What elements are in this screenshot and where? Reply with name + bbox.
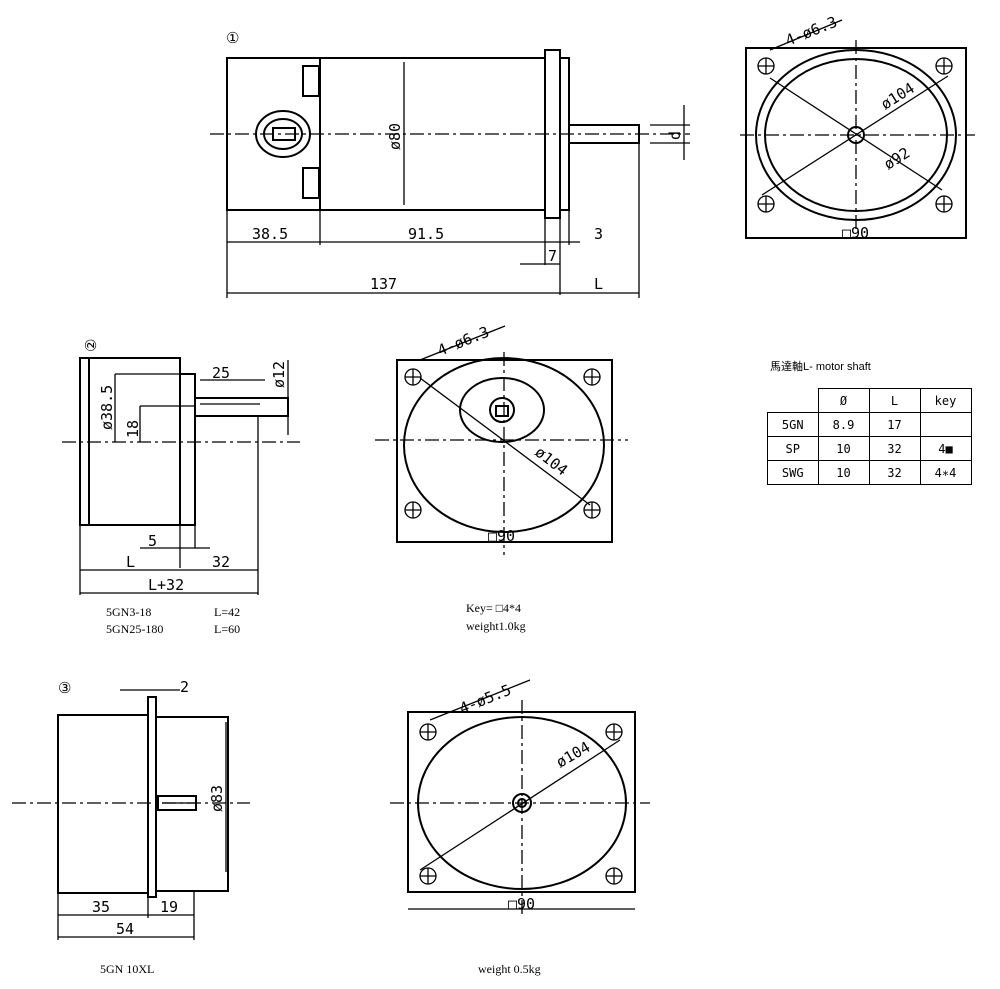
shaft-dia-12: ø12 bbox=[270, 361, 288, 388]
dim-25: 25 bbox=[212, 364, 230, 382]
table-header-cell: L bbox=[868, 388, 921, 413]
weight-2-label: weight 0.5kg bbox=[478, 962, 541, 976]
dim-3: 3 bbox=[594, 225, 603, 243]
front-2-square-label: □90 bbox=[488, 527, 515, 545]
dim-19: 19 bbox=[160, 898, 178, 916]
front-3-dia-label: ø104 bbox=[553, 738, 593, 772]
front-1-dia-inner: ø92 bbox=[881, 144, 914, 174]
terminal-block-bottom bbox=[302, 167, 320, 199]
table-header-row: Ø L key bbox=[767, 388, 972, 413]
table-cell: SWG bbox=[767, 460, 819, 485]
terminal-block-top bbox=[302, 65, 320, 97]
table-header-cell: key bbox=[919, 388, 972, 413]
front-1-holes-label: 4-ø6.3 bbox=[783, 13, 840, 50]
front-2-dia-label: ø104 bbox=[532, 443, 572, 479]
dim-5: 5 bbox=[148, 532, 157, 550]
front-view-2: 4-ø6.3 ø104 □90 Key= □4*4 weight1.0kg bbox=[375, 323, 628, 633]
table-cell: 10 bbox=[817, 436, 870, 461]
table-cell: 8.9 bbox=[817, 412, 870, 437]
body-diameter-label: ø80 bbox=[386, 123, 404, 150]
table-cell bbox=[919, 412, 972, 437]
table-cell: 32 bbox=[868, 436, 921, 461]
table-cell: 4■ bbox=[919, 436, 972, 461]
table-cell: 10 bbox=[817, 460, 870, 485]
shaft-d-label: d bbox=[666, 131, 684, 140]
decoupler-model: 5GN 10XL bbox=[100, 962, 154, 976]
front-2-holes-label: 4-ø6.3 bbox=[435, 323, 492, 360]
table-row: SWG 10 32 4∗4 bbox=[767, 460, 972, 485]
view-1-marker: ① bbox=[226, 29, 239, 47]
table-cell: 32 bbox=[868, 460, 921, 485]
decoupler-diameter: ø83 bbox=[208, 785, 226, 812]
model-1-value: L=42 bbox=[214, 605, 240, 619]
dim-l: L bbox=[594, 275, 603, 293]
table-cell: 4∗4 bbox=[919, 460, 972, 485]
table-row: SP 10 32 4■ bbox=[767, 436, 972, 461]
dim-18: 18 bbox=[124, 420, 142, 438]
table-cell: SP bbox=[767, 436, 819, 461]
view-2-marker: ② bbox=[82, 339, 100, 352]
dim-l-plus-32: L+32 bbox=[148, 576, 184, 594]
dim-91-5: 91.5 bbox=[408, 225, 444, 243]
dim-32: 32 bbox=[212, 553, 230, 571]
view-3-side: ③ 2 ø83 35 19 54 5GN 10XL bbox=[12, 678, 250, 976]
model-2-name: 5GN25-180 bbox=[106, 622, 163, 636]
dim-l-2: L bbox=[126, 553, 135, 571]
shaft-table-caption: 馬達軸L- motor shaft bbox=[770, 361, 871, 373]
table-cell: 5GN bbox=[767, 412, 819, 437]
dim-54: 54 bbox=[116, 920, 134, 938]
front-3-square-label: □90 bbox=[508, 895, 535, 913]
decoupler-flange bbox=[147, 696, 157, 898]
dim-2: 2 bbox=[180, 678, 189, 696]
model-2-value: L=60 bbox=[214, 622, 240, 636]
front-1-square-label: □90 bbox=[842, 224, 869, 242]
front-view-3: 4-ø5.5 ø104 □90 weight 0.5kg bbox=[390, 679, 650, 976]
table-row: 5GN 8.9 17 bbox=[767, 412, 972, 437]
view-3-marker: ③ bbox=[58, 679, 71, 697]
decoupler-body bbox=[57, 714, 149, 894]
table-header-cell bbox=[767, 388, 819, 413]
dim-35: 35 bbox=[92, 898, 110, 916]
dim-38-5: 38.5 bbox=[252, 225, 288, 243]
key-label: Key= □4*4 bbox=[466, 601, 521, 615]
view-2-side: ② ø38.5 18 25 ø12 5 L 32 L+32 5GN3-18 L=… bbox=[62, 339, 300, 636]
front-view-1: 4-ø6.3 ø104 ø92 □90 bbox=[740, 13, 975, 242]
gearhead-shaft bbox=[194, 397, 289, 417]
dim-7: 7 bbox=[548, 247, 557, 265]
gearhead-flange bbox=[179, 373, 196, 526]
table-cell: 17 bbox=[868, 412, 921, 437]
view-1-side: ① ø80 d 38.5 91.5 3 bbox=[210, 29, 690, 298]
dim-137: 137 bbox=[370, 275, 397, 293]
boss-diameter: ø38.5 bbox=[98, 385, 116, 430]
boss-circle bbox=[459, 377, 545, 443]
motor-shaft-table: Ø L key 5GN 8.9 17 SP 10 32 4■ SWG 10 32… bbox=[767, 388, 972, 485]
model-1-name: 5GN3-18 bbox=[106, 605, 151, 619]
weight-1-label: weight1.0kg bbox=[466, 619, 526, 633]
table-header-cell: Ø bbox=[817, 388, 870, 413]
